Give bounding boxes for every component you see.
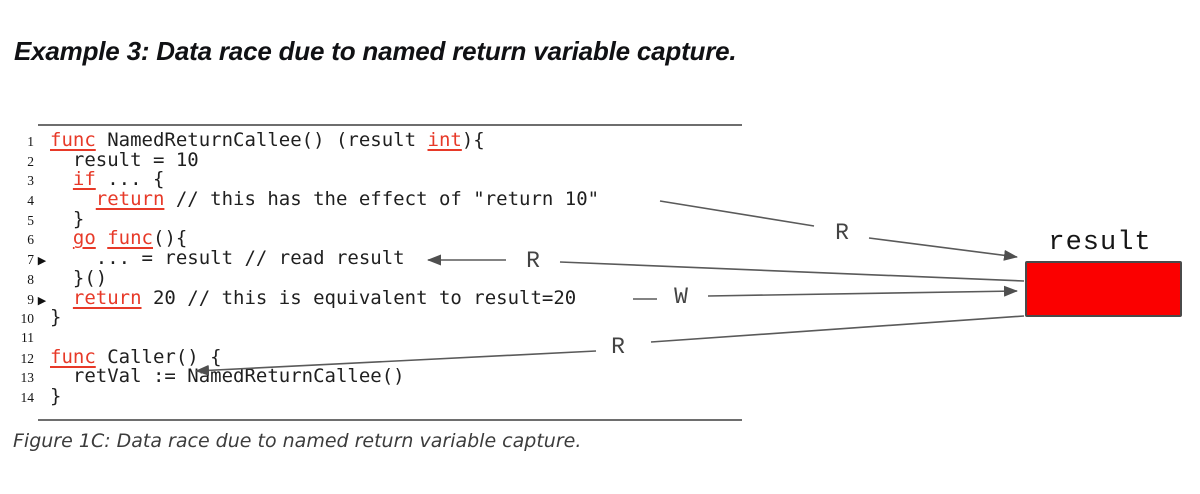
read-label-line7: R <box>526 248 540 274</box>
figure-caption: Figure 1C: Data race due to named return… <box>13 430 582 452</box>
code-block-bottom-rule <box>38 419 742 421</box>
code-line: 5 } <box>0 207 760 230</box>
code-text: } <box>50 207 85 230</box>
code-text: } <box>50 384 62 407</box>
keyword-token: func <box>107 227 153 250</box>
code-token: }() <box>50 266 108 289</box>
code-line: 8 }() <box>0 266 760 289</box>
race-marker-icon: ▶ <box>37 293 47 307</box>
read-label-caller: R <box>611 334 625 360</box>
memory-cell-label: result <box>1048 228 1152 258</box>
code-text: ... = result // read result <box>50 247 405 270</box>
race-marker-icon: ▶ <box>37 254 47 268</box>
code-line: 2 result = 10 <box>0 148 760 171</box>
code-token: Caller() { <box>95 345 222 368</box>
code-token: 20 // this is equivalent to result=20 <box>141 286 577 309</box>
code-token <box>50 168 73 190</box>
line-number: 9 <box>27 291 34 307</box>
keyword-token: return <box>72 286 142 309</box>
code-text: return 20 // this is equivalent to resul… <box>50 286 577 309</box>
code-line: 6 go func(){ <box>0 229 760 249</box>
code-token: } <box>50 207 85 230</box>
code-text: } <box>50 306 62 329</box>
code-line: 10} <box>0 306 760 329</box>
code-token: ... = result // read result <box>50 247 405 270</box>
code-token <box>50 227 73 249</box>
code-token <box>96 227 107 249</box>
line-number: 14 <box>20 389 35 405</box>
code-token: (){ <box>153 227 188 250</box>
line-number: 6 <box>27 232 34 248</box>
keyword-token: func <box>50 129 96 151</box>
keyword-token: return <box>95 188 165 211</box>
code-token: ... { <box>95 168 165 191</box>
code-line: 9▶ return 20 // this is equivalent to re… <box>0 286 760 309</box>
code-line: 3 if ... { <box>0 170 760 190</box>
keyword-token: func <box>50 345 96 368</box>
code-text: go func(){ <box>50 229 187 249</box>
code-block-top-rule <box>38 124 742 126</box>
code-text: return // this has the effect of "return… <box>50 188 600 211</box>
code-text: if ... { <box>50 168 165 191</box>
read-label-return10: R <box>835 220 849 246</box>
line-number: 2 <box>27 153 34 169</box>
memory-cell-box <box>1025 261 1182 317</box>
arrow-r-to-box-top <box>868 237 1018 261</box>
code-token: retVal := NamedReturnCallee() <box>50 365 405 388</box>
keyword-token: go <box>72 227 96 250</box>
code-token <box>50 188 96 210</box>
line-number: 3 <box>27 173 34 189</box>
code-text: func NamedReturnCallee() (result int){ <box>50 129 485 151</box>
example-title: Example 3: Data race due to named return… <box>14 36 737 66</box>
line-number: 5 <box>27 212 34 228</box>
line-number: 11 <box>21 329 34 345</box>
line-number: 7 <box>27 252 34 268</box>
line-number: 12 <box>20 350 35 366</box>
code-text: }() <box>50 266 108 289</box>
line-number: 4 <box>27 193 34 209</box>
line-number: 13 <box>20 370 35 386</box>
keyword-token: if <box>72 168 96 191</box>
code-line: 7▶ ... = result // read result <box>0 247 760 270</box>
code-token: } <box>50 384 62 407</box>
code-token: ){ <box>461 129 485 151</box>
code-line: 11 <box>0 328 760 348</box>
line-number: 1 <box>27 134 34 149</box>
code-token: // this has the effect of "return 10" <box>164 188 600 211</box>
line-number: 8 <box>27 271 34 287</box>
code-token: NamedReturnCallee() (result <box>95 129 428 151</box>
code-token: result = 10 <box>50 148 199 171</box>
code-line: 4 return // this has the effect of "retu… <box>0 188 760 211</box>
keyword-token: int <box>427 129 462 151</box>
write-label-line9: W <box>674 284 688 310</box>
code-token: } <box>50 306 62 329</box>
code-text: retVal := NamedReturnCallee() <box>50 365 405 388</box>
code-line: 13 retVal := NamedReturnCallee() <box>0 365 760 388</box>
code-text: result = 10 <box>50 148 199 171</box>
code-line: 14} <box>0 384 760 407</box>
code-token <box>50 287 73 309</box>
code-line: 1 func NamedReturnCallee() (result int){ <box>0 129 760 151</box>
line-number: 10 <box>20 311 35 327</box>
